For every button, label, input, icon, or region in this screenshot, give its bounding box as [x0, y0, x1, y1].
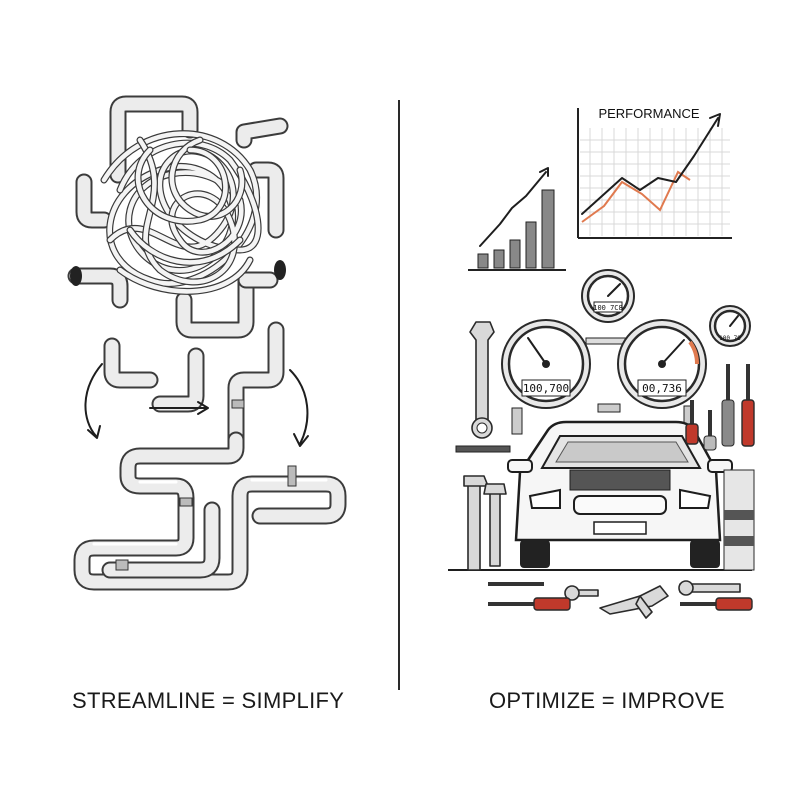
pliers-icon: [599, 585, 669, 619]
screwdriver-icon: [488, 364, 755, 611]
simplified-pipes: [73, 399, 347, 591]
tangled-pipes-icon: [67, 95, 289, 339]
performance-title: PERFORMANCE: [598, 106, 699, 121]
streamline-caption: STREAMLINE = SIMPLIFY: [72, 688, 345, 713]
performance-chart-icon: PERFORMANCE: [577, 106, 732, 239]
right-gauge-readout: 00,736: [642, 382, 682, 395]
left-gauge-readout: 100,700: [523, 382, 569, 395]
curved-arrow-icon: [84, 363, 309, 447]
optimize-caption: OPTIMIZE = IMPROVE: [489, 688, 725, 713]
bar-chart-icon: [468, 167, 566, 271]
straight-pipes-icon: [103, 321, 285, 449]
top-gauge-readout: 100 7C8: [593, 304, 623, 312]
car-icon: [448, 420, 752, 571]
gauge-icon: 100 7C8 100 7Ø 100,700 00,736: [501, 269, 751, 435]
wrench-icon: [455, 321, 741, 601]
small-gauge-readout: 100 7Ø: [719, 335, 741, 342]
